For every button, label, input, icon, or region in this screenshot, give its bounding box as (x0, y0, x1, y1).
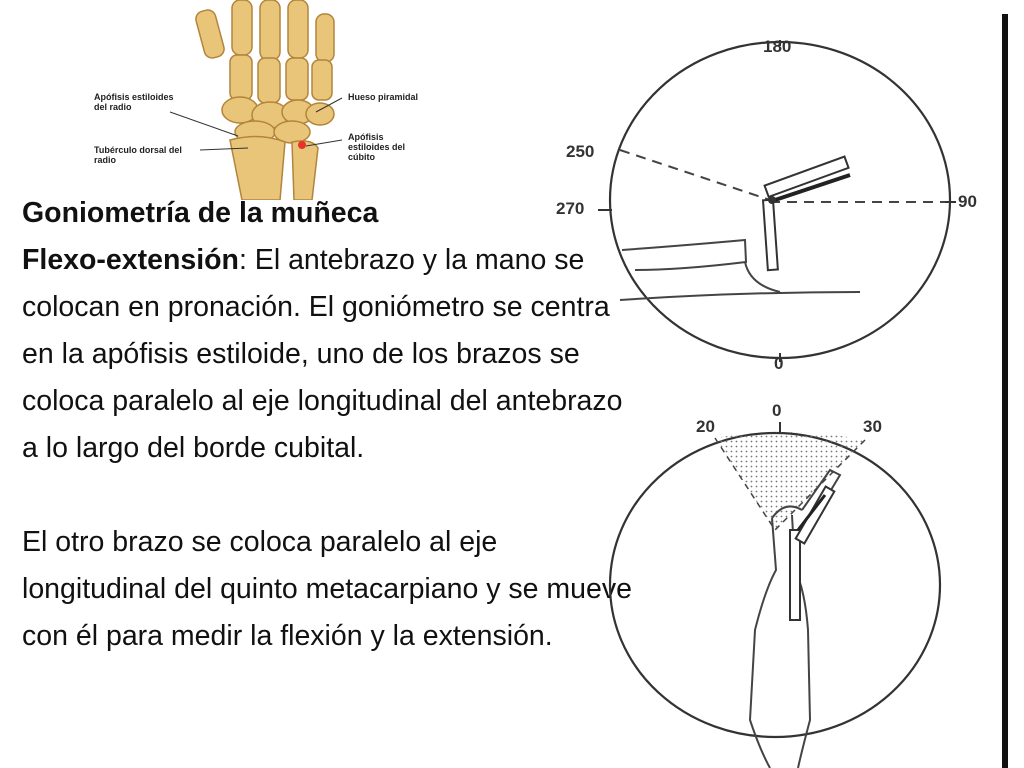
paragraph-1-text: : El antebrazo y la mano se colocan en p… (22, 244, 623, 464)
goniometer-diagrams: 180 250 270 90 0 (540, 30, 1000, 768)
label-hueso-piramidal: Hueso piramidal (348, 92, 419, 102)
slide-title: Goniometría de la muñeca (22, 197, 379, 229)
degree-0-top: 0 (774, 354, 783, 373)
label-tuberculo-dorsal: Tubérculo dorsal del radio (94, 145, 182, 165)
label-apofisis-radio: Apófisis estiloides del radio (94, 92, 174, 112)
wrist-bones-illustration: Apófisis estiloides del radio Tubérculo … (80, 0, 440, 200)
subtitle-flexo-extension: Flexo-extensión (22, 244, 239, 276)
paragraph-2-text: El otro brazo se coloca paralelo al eje … (22, 526, 632, 652)
degree-30: 30 (863, 417, 882, 436)
paragraph-flexo-extension: Flexo-extensión: El antebrazo y la mano … (22, 237, 632, 472)
degree-270: 270 (556, 199, 584, 218)
bottom-goniometer: 20 0 30 (608, 401, 942, 768)
degree-90: 90 (958, 192, 977, 211)
label-apofisis-cubito: Apófisis estiloides del cúbito (348, 132, 406, 162)
degree-250: 250 (566, 142, 594, 161)
top-goniometer: 180 250 270 90 0 (556, 37, 977, 373)
goniometer-diagram-svg: 180 250 270 90 0 (556, 37, 977, 768)
right-border-bar (1002, 14, 1008, 768)
main-text: Goniometría de la muñeca Flexo-extensión… (22, 190, 632, 660)
degree-180: 180 (763, 37, 791, 56)
hand-skeleton-image (169, 0, 343, 200)
degree-0-bottom: 0 (772, 401, 781, 420)
degree-20: 20 (696, 417, 715, 436)
